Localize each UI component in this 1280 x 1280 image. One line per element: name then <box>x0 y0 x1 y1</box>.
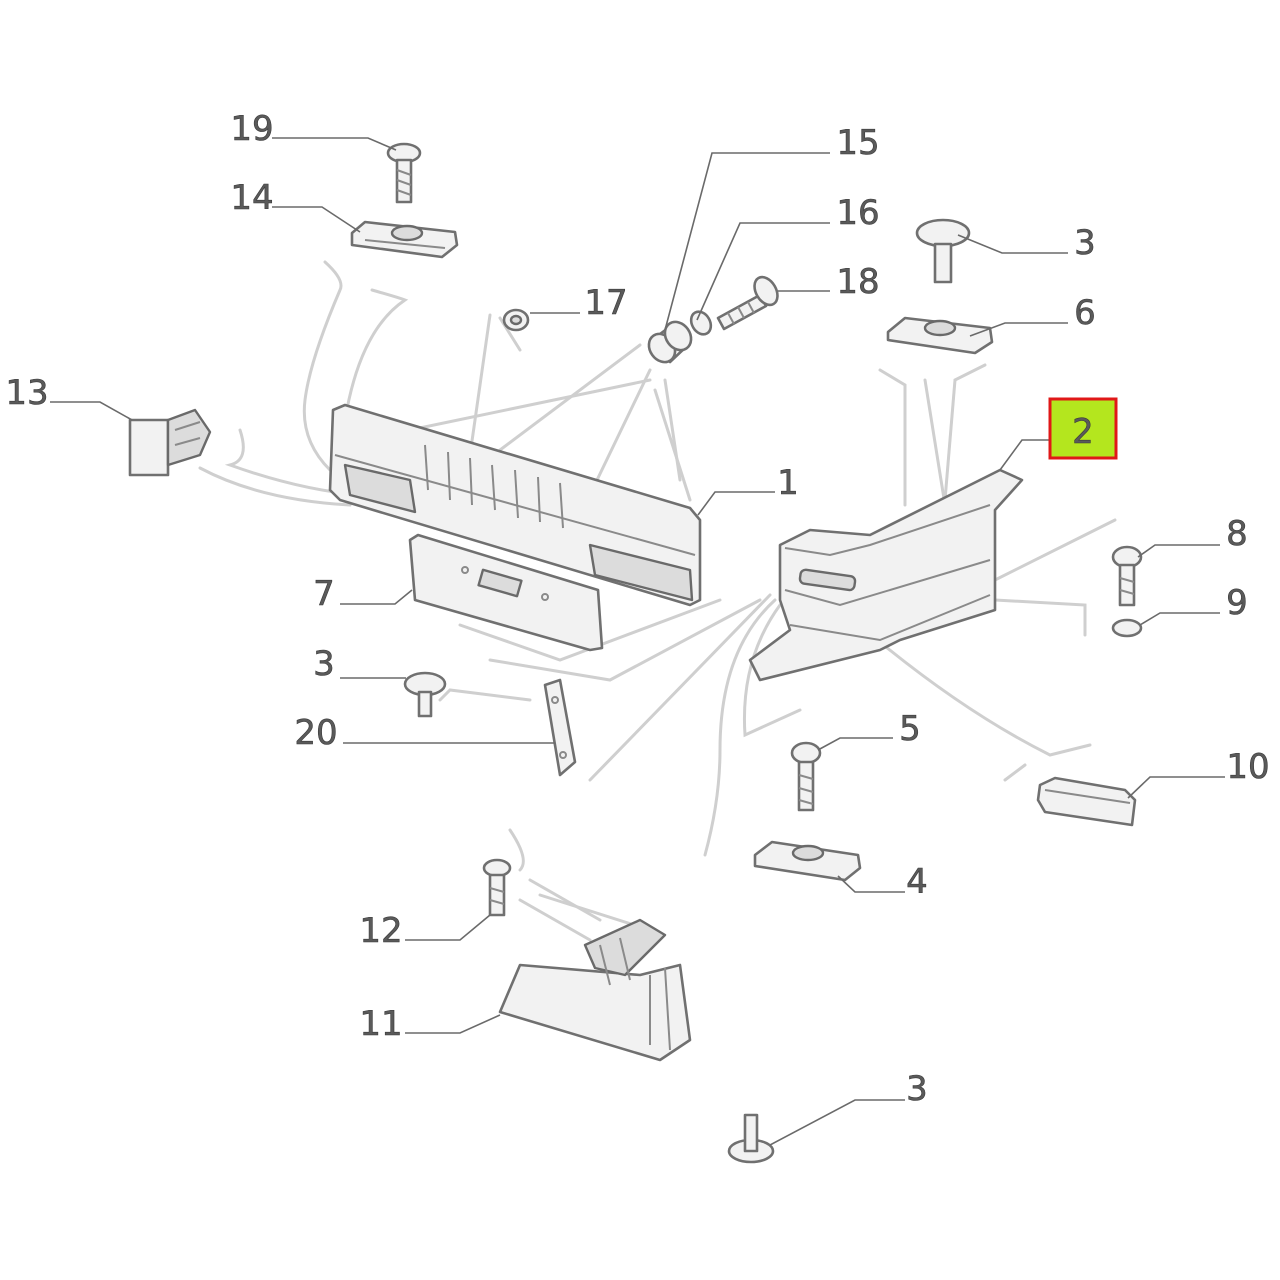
part-11-tow-bracket <box>498 918 692 1062</box>
part-12-bolt <box>482 858 512 917</box>
assembly-guide-lines <box>198 260 1117 942</box>
part-20-bracket <box>543 678 577 777</box>
leader-lines <box>50 137 1225 1146</box>
callout-10[interactable]: 10 <box>1226 747 1270 788</box>
callout-labels: 19 14 15 16 18 17 3 6 13 1 8 9 7 3 20 5 … <box>5 109 1270 1110</box>
callout-17[interactable]: 17 <box>584 283 628 324</box>
callout-3-bottom[interactable]: 3 <box>906 1069 928 1110</box>
part-17-ring <box>502 308 530 332</box>
callout-12[interactable]: 12 <box>359 911 403 952</box>
callout-18[interactable]: 18 <box>836 262 880 303</box>
highlight-label: 2 <box>1072 412 1094 452</box>
highlighted-callout-2[interactable]: 2 <box>1048 397 1118 460</box>
part-10-reflector <box>1036 776 1137 827</box>
part-7-plate <box>408 533 604 652</box>
callout-13[interactable]: 13 <box>5 373 49 414</box>
part-5-bolt <box>790 741 822 812</box>
part-4-clip-nut <box>753 840 862 882</box>
callout-15[interactable]: 15 <box>836 123 880 164</box>
callout-8[interactable]: 8 <box>1226 514 1248 555</box>
callout-9[interactable]: 9 <box>1226 583 1248 624</box>
part-16-washer <box>689 310 713 336</box>
callout-14[interactable]: 14 <box>230 178 274 219</box>
part-8-bolt <box>1111 545 1143 607</box>
part-14-clip-nut <box>350 220 459 259</box>
callout-16[interactable]: 16 <box>836 193 880 234</box>
part-3-push-rivet-top <box>915 218 971 284</box>
part-3-push-rivet-left <box>403 671 447 718</box>
part-15-sleeve <box>647 320 693 364</box>
part-13-end-cap <box>128 408 212 477</box>
callout-6[interactable]: 6 <box>1074 293 1096 334</box>
callout-4[interactable]: 4 <box>906 862 928 903</box>
callout-1[interactable]: 1 <box>777 463 799 504</box>
callout-7[interactable]: 7 <box>313 574 335 615</box>
callout-11[interactable]: 11 <box>359 1004 403 1045</box>
grille-ribs <box>424 444 564 529</box>
part-9-spacer <box>1111 618 1143 638</box>
part-2-side-section <box>748 468 1024 682</box>
callout-20[interactable]: 20 <box>294 713 338 754</box>
callout-3-top[interactable]: 3 <box>1074 223 1096 264</box>
part-1-front-panel <box>328 403 702 607</box>
callout-3-left[interactable]: 3 <box>313 644 335 685</box>
part-6-clip-nut <box>886 316 994 355</box>
callout-19[interactable]: 19 <box>230 109 274 150</box>
highlight-box <box>1048 397 1118 460</box>
part-18-bolt <box>716 275 779 331</box>
part-3-push-rivet-bottom <box>727 1113 775 1164</box>
part-19-bolt <box>386 142 422 204</box>
callout-5[interactable]: 5 <box>899 709 921 750</box>
